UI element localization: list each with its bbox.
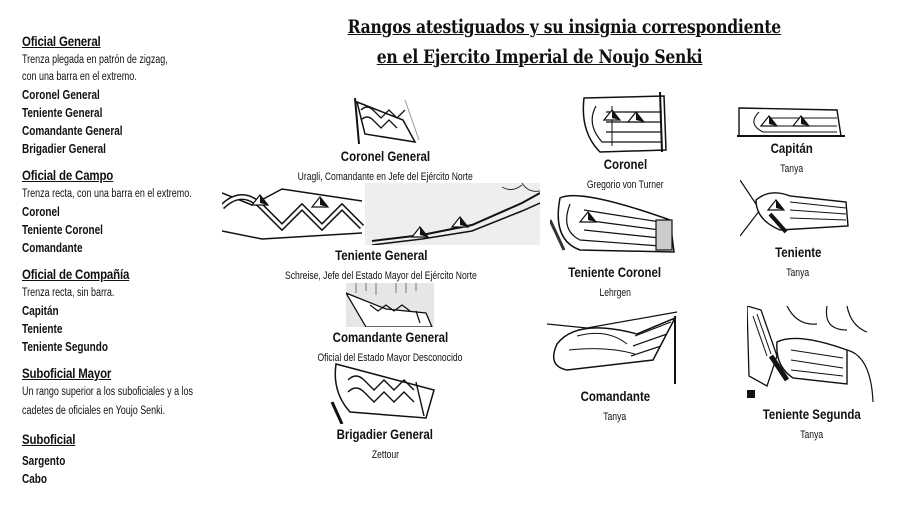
holder-label: Uragli, Comandante en Jefe del Ejército … [297,171,473,183]
holder-label: Gregorio von Turner [586,179,664,191]
rank-item: Coronel [22,205,60,219]
section-description: Un rango superior a los suboficiales y a… [22,386,194,398]
insignia-card-teniente-coronel: Teniente Coronel Lehrgen [540,190,690,300]
zigzag-braid-icon [345,98,425,146]
insignia-card-teniente-general: Teniente General Schreise, Jefe del Esta… [222,183,540,283]
title-line-2: en el Ejercito Imperial de Noujo Senki [377,46,703,68]
rank-legend: Oficial General Trenza plegada en patrón… [22,32,227,488]
section-title-oficial-general: Oficial General [22,33,101,49]
holder-label: Lehrgen [599,287,631,299]
rank-item: Comandante [22,241,83,255]
holder-label: Tanya [800,429,824,441]
holder-label: Tanya [780,163,804,175]
page-title: Rangos atestiguados y su insignia corres… [300,12,782,72]
section-description: Trenza plegada en patrón de zigzag, [22,54,168,66]
zigzag-braid-icon [222,183,540,245]
zigzag-braid-icon [346,283,434,327]
straight-braid-bar-icon [550,190,680,262]
insignia-card-brigadier-general: Brigadier General Zettour [300,362,470,462]
rank-label: Coronel General [340,148,430,164]
insignia-card-coronel: Coronel Gregorio von Turner [555,92,695,192]
straight-braid-bar-icon [580,92,670,154]
straight-braid-icon [747,306,877,404]
rank-item: Teniente Coronel [22,223,103,237]
straight-braid-icon [737,102,847,138]
insignia-card-comandante: Comandante Tanya [545,310,685,424]
rank-label: Teniente General [334,247,428,263]
holder-label: Schreise, Jefe del Estado Mayor del Ejér… [285,270,477,282]
insignia-card-comandante-general: Comandante General Oficial del Estado Ma… [290,283,490,365]
section-title-oficial-de-campo: Oficial de Campo [22,167,114,183]
rank-item: Cabo [22,472,47,486]
insignia-card-capitan: Capitán Tanya [732,102,852,176]
section-title-suboficial: Suboficial [22,431,76,447]
rank-label: Teniente [774,244,822,260]
zigzag-braid-icon [330,362,440,424]
rank-item: Coronel General [22,88,100,102]
rank-item: Teniente Segundo [22,340,108,354]
insignia-card-teniente-segunda: Teniente Segunda Tanya [742,306,882,442]
section-description: con una barra en el extremo. [22,71,137,83]
section-description: cadetes de oficiales en Youjo Senki. [22,405,166,417]
rank-label: Capitán [770,140,814,156]
insignia-card-teniente: Teniente Tanya [738,180,858,280]
rank-label: Comandante [580,388,650,404]
rank-label: Brigadier General [336,426,434,442]
section-description: Trenza recta, sin barra. [22,287,115,299]
rank-item: Brigadier General [22,142,106,156]
holder-label: Oficial del Estado Mayor Desconocido [317,352,463,364]
section-title-oficial-de-compania: Oficial de Compañía [22,266,130,282]
section-title-suboficial-mayor: Suboficial Mayor [22,365,112,381]
rank-item: Teniente General [22,106,103,120]
insignia-card-coronel-general: Coronel General Uragli, Comandante en Je… [270,98,500,184]
section-description: Trenza recta, con una barra en el extrem… [22,188,192,200]
straight-braid-bar-icon [547,310,683,386]
holder-label: Tanya [786,267,810,279]
rank-item: Sargento [22,454,66,468]
rank-label: Coronel [603,156,647,172]
rank-item: Teniente [22,322,63,336]
holder-label: Tanya [603,411,627,423]
rank-label: Comandante General [332,329,448,345]
rank-label: Teniente Segunda [762,406,862,422]
rank-item: Comandante General [22,124,123,138]
straight-braid-icon [740,180,856,242]
rank-label: Teniente Coronel [568,264,662,280]
holder-label: Zettour [371,449,399,461]
title-line-1: Rangos atestiguados y su insignia corres… [347,16,782,38]
rank-item: Capitán [22,304,59,318]
